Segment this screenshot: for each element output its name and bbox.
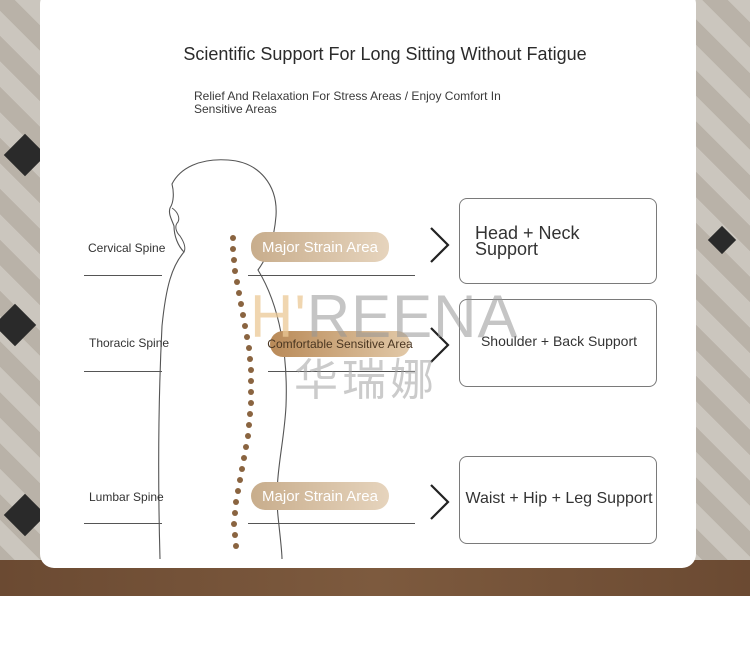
body-silhouette-icon xyxy=(158,159,287,560)
spine-label-cervical: Cervical Spine xyxy=(88,241,166,255)
divider xyxy=(84,275,162,276)
support-card-shoulder-back: Shoulder + Back Support xyxy=(459,299,657,387)
divider xyxy=(84,371,162,372)
spine-label-thoracic: Thoracic Spine xyxy=(89,336,170,350)
page-subtitle: Relief And Relaxation For Stress Areas /… xyxy=(194,89,501,116)
strain-area-pill: Major Strain Area xyxy=(251,482,389,510)
brand-watermark-cn: 华瑞娜 xyxy=(294,356,438,405)
support-card-label: Head + Neck Support xyxy=(475,223,580,259)
strain-area-pill: Major Strain Area xyxy=(251,232,389,262)
divider xyxy=(248,523,415,524)
watermark-accent: H' xyxy=(250,283,307,350)
spine-label-lumbar: Lumbar Spine xyxy=(89,490,164,504)
support-card-label: Shoulder + Back Support xyxy=(480,333,638,349)
divider xyxy=(268,371,415,372)
spine-dots-icon xyxy=(230,235,254,549)
support-card-waist-hip-leg: Waist + Hip + Leg Support xyxy=(459,456,657,544)
page-title: Scientific Support For Long Sitting With… xyxy=(183,44,587,64)
chevron-right-icon xyxy=(430,327,450,363)
watermark-text: REENA xyxy=(306,283,519,350)
sensitive-area-pill: Comfortable Sensitive Area xyxy=(267,331,413,357)
support-card-head-neck: Head + Neck Support xyxy=(459,198,657,284)
brand-watermark: H'REENA xyxy=(250,282,519,351)
divider xyxy=(248,275,415,276)
chevron-right-icon xyxy=(430,484,450,520)
chevron-right-icon xyxy=(430,227,450,263)
support-card-label: Waist + Hip + Leg Support xyxy=(465,490,653,507)
divider xyxy=(84,523,162,524)
